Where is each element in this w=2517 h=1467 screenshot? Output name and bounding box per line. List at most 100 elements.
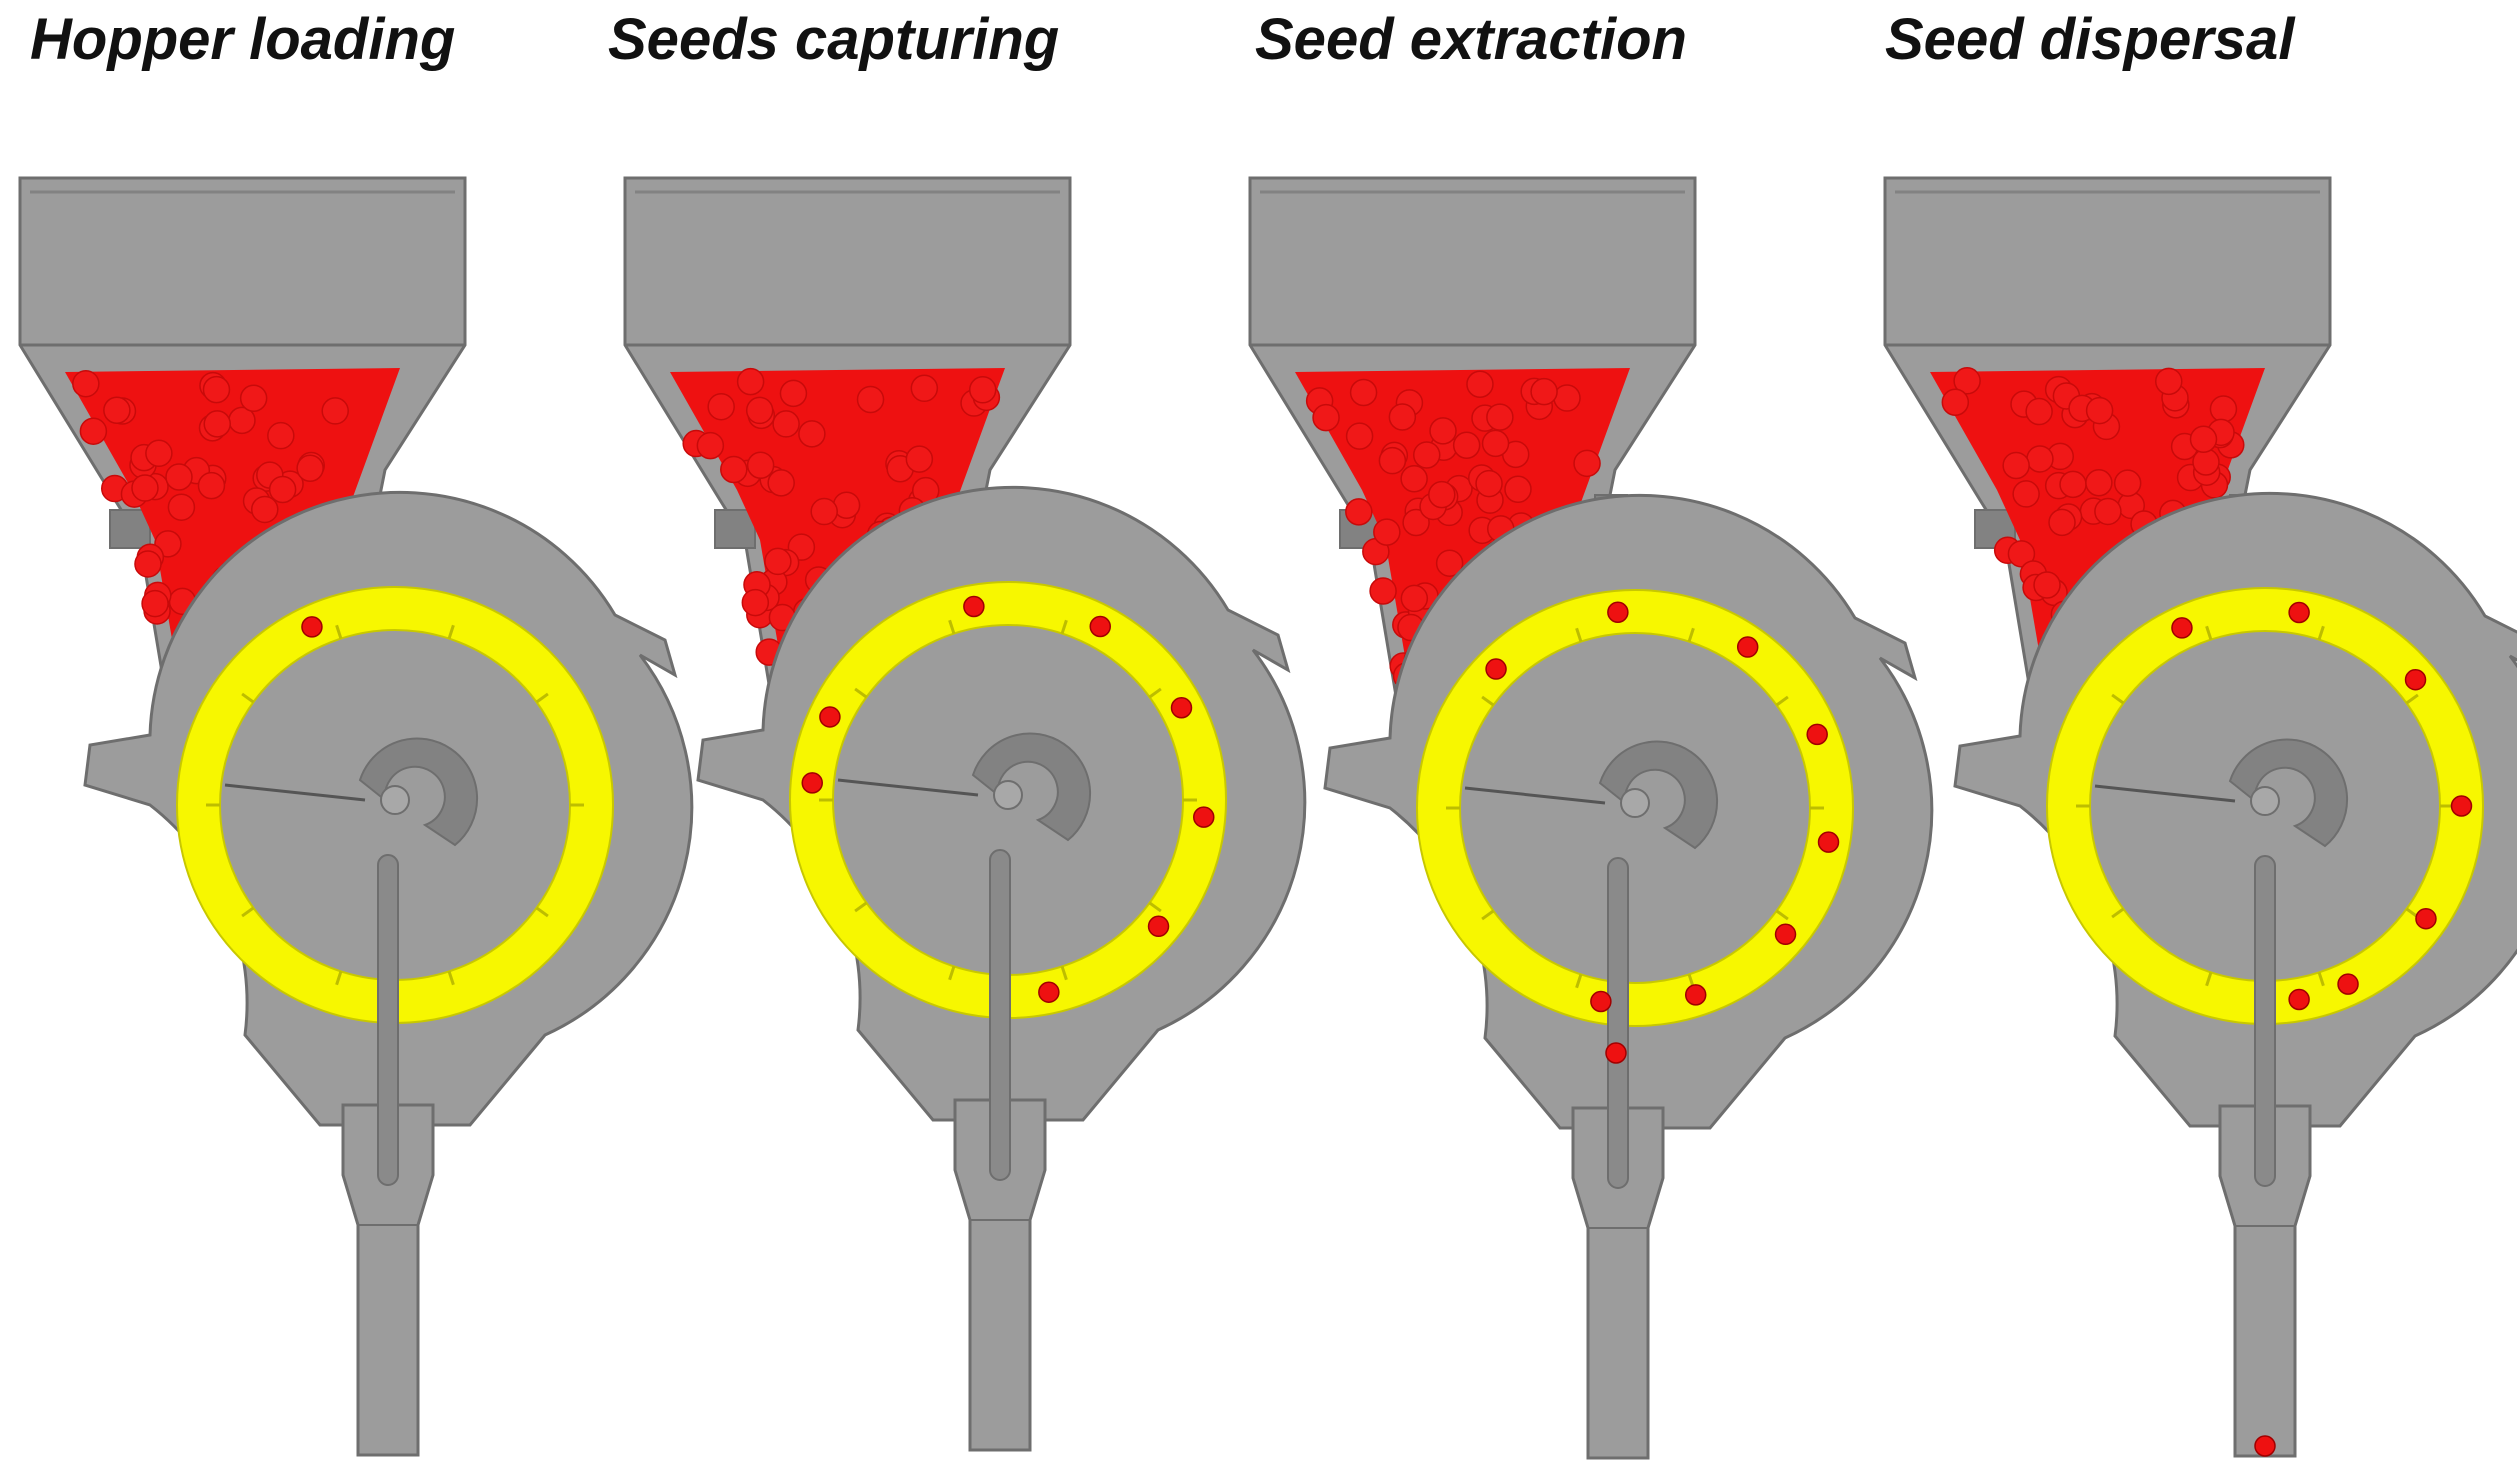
seed	[267, 421, 295, 450]
seed	[1345, 498, 1373, 526]
seed	[2189, 425, 2218, 454]
seed	[746, 451, 775, 480]
disc-cell	[1148, 687, 1162, 699]
captured-seed	[1089, 615, 1112, 638]
seed	[1345, 422, 1374, 450]
panel-title-seed-extraction: Seed extraction	[1255, 7, 1687, 72]
disc-cell	[1148, 901, 1162, 913]
seed	[745, 396, 774, 425]
captured-seed	[2288, 601, 2310, 624]
captured-seed	[2171, 617, 2193, 639]
seed	[134, 550, 162, 578]
captured-seed	[963, 595, 985, 618]
seed-pile-mass	[1295, 368, 1630, 715]
hub-center	[1620, 788, 1650, 818]
seed	[1388, 403, 1417, 431]
seed	[1475, 469, 1503, 498]
captured-seed	[1590, 990, 1612, 1013]
disc-cell	[535, 692, 549, 704]
seed	[1435, 549, 1464, 577]
seed	[1402, 508, 1430, 537]
hopper-flange-left	[109, 509, 151, 549]
seed	[2002, 451, 2030, 480]
seed	[72, 369, 100, 398]
seed	[1373, 518, 1401, 546]
seed	[2113, 469, 2142, 497]
seed	[1369, 577, 1397, 605]
seed-meter-panel	[623, 176, 1307, 1452]
seed	[2059, 470, 2087, 499]
delivery-tube	[2218, 1104, 2312, 1458]
captured-seed	[1736, 636, 1759, 658]
disc-cell	[2317, 971, 2325, 987]
disc-cell	[1775, 909, 1789, 921]
seed	[296, 454, 324, 482]
disc-cell	[854, 901, 868, 913]
seed	[79, 417, 108, 445]
captured-seed	[1038, 981, 1060, 1003]
seed	[1378, 446, 1407, 475]
panel-title-seed-dispersal: Seed dispersal	[1885, 7, 2295, 72]
disc-cell	[335, 970, 343, 986]
captured-seed	[819, 706, 841, 728]
captured-seed	[1147, 915, 1170, 938]
captured-seed	[1193, 806, 1215, 828]
seed	[798, 420, 826, 448]
hub-center	[380, 785, 410, 815]
seed	[2094, 497, 2122, 526]
disc-cell	[1575, 973, 1583, 989]
seed	[2012, 480, 2040, 508]
seed	[1486, 403, 1514, 431]
panel-title-hopper-loading: Hopper loading	[30, 7, 456, 72]
captured-seed	[1817, 831, 1840, 853]
seed	[696, 431, 725, 460]
seed	[810, 497, 838, 526]
seed	[1429, 417, 1457, 445]
disc-cell	[241, 692, 255, 704]
seed	[268, 475, 297, 504]
seed	[2192, 448, 2220, 476]
seed	[2085, 469, 2113, 497]
inner-channel	[2254, 855, 2276, 1187]
seed	[103, 396, 131, 425]
hub-center	[993, 780, 1023, 810]
seed	[1504, 475, 1532, 504]
disc-cell	[447, 624, 455, 640]
seed	[720, 455, 748, 484]
inner-channel	[1607, 857, 1629, 1189]
seed	[2007, 540, 2036, 568]
captured-seed	[301, 616, 323, 638]
seed	[779, 379, 808, 408]
seed	[1428, 480, 1456, 509]
disc-cell	[335, 624, 343, 640]
seed	[2033, 571, 2061, 599]
hub-cam	[971, 732, 1092, 842]
disc-cell	[1060, 619, 1068, 635]
captured-seed	[2450, 795, 2473, 817]
seed	[239, 384, 268, 413]
disc-cell	[854, 687, 868, 699]
seed	[1941, 388, 1970, 417]
disc-cell	[1481, 909, 1495, 921]
captured-seed	[2415, 907, 2437, 930]
seed	[2209, 395, 2238, 423]
seed	[856, 385, 885, 414]
hub-cam	[1598, 740, 1719, 850]
seed	[2085, 396, 2114, 425]
disc-cell	[2111, 907, 2125, 919]
wiper-arm	[837, 778, 979, 797]
captured-seed	[1806, 723, 1828, 746]
captured-seed	[1774, 923, 1797, 946]
disc-cell	[948, 965, 956, 981]
seed	[131, 474, 159, 502]
seed	[251, 495, 279, 524]
seed-meter-panel	[1883, 176, 2517, 1458]
dispersed-seed	[2254, 1435, 2276, 1457]
seed	[2048, 508, 2076, 537]
seed	[767, 469, 795, 497]
seed	[203, 410, 231, 438]
disc-cell	[1481, 695, 1495, 707]
hub-cam	[358, 737, 479, 847]
seed-meter-panel	[1248, 176, 1934, 1460]
